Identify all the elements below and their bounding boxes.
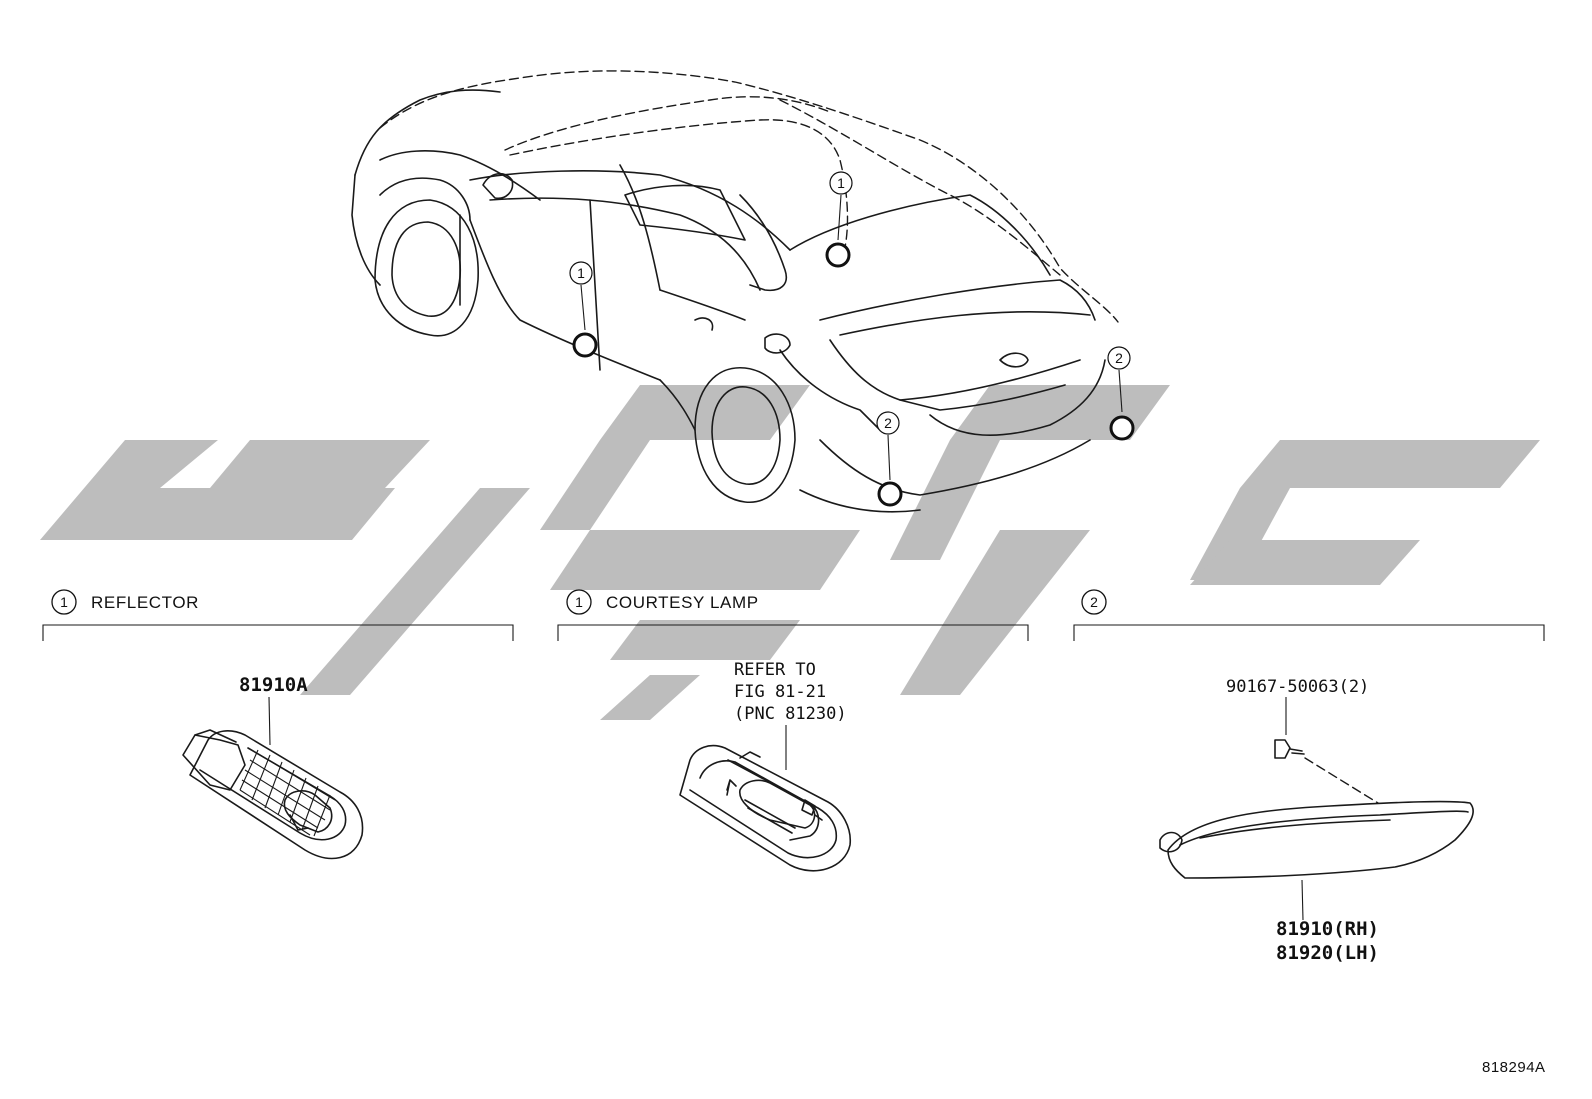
callout-1-door-number: 1 [577, 265, 585, 281]
watermark-glyph-3c [550, 530, 860, 590]
watermark-glyph-3e [600, 675, 700, 720]
rear-reflector-rh-number: 81910(RH) [1276, 918, 1379, 940]
section-rear-marker: 2 [1090, 594, 1098, 610]
section-reflector-header: 1 REFLECTOR [42, 589, 514, 641]
watermark-glyph-5c [1190, 540, 1420, 585]
watermark-glyph-4c [900, 530, 1090, 695]
watermark-glyph-5 [1240, 440, 1540, 488]
watermark-glyph-3b [540, 440, 650, 530]
callout-1-roof-number: 1 [837, 175, 845, 191]
callout-2-rear-left-number: 2 [884, 415, 892, 431]
callout-2-rear-left: 2 [876, 411, 900, 435]
watermark-glyph-1b [210, 440, 430, 488]
watermark-glyph-3 [600, 385, 810, 440]
reflector-part-drawing: 81910A [182, 674, 364, 860]
section-courtesy-header: 1 COURTESY LAMP [557, 589, 1029, 641]
watermark-glyph-4b [890, 440, 1000, 560]
section-courtesy-title: COURTESY LAMP [606, 593, 759, 612]
courtesy-ref-line3: (PNC 81230) [734, 704, 847, 724]
screw-part-number: 90167-50063(2) [1226, 677, 1369, 697]
watermark-glyph-1 [40, 440, 395, 540]
figure-id: 818294A [1482, 1059, 1546, 1076]
courtesy-ref-line2: FIG 81-21 [734, 682, 826, 702]
watermark-glyph-3d [610, 620, 800, 660]
section-reflector-marker: 1 [60, 594, 68, 610]
watermark-glyph-4 [950, 385, 1170, 440]
rear-reflector-drawing: 90167-50063(2) 81910(RH) 81920(LH) [1159, 677, 1474, 964]
rear-reflector-lh-number: 81920(LH) [1276, 942, 1379, 964]
reflector-part-number: 81910A [239, 674, 308, 696]
section-rear-header: 2 [1073, 589, 1545, 641]
section-reflector-title: REFLECTOR [91, 593, 199, 612]
callout-1-door: 1 [569, 261, 593, 285]
courtesy-lamp-drawing: REFER TO FIG 81-21 (PNC 81230) [679, 660, 852, 872]
car-illustration [351, 70, 1135, 513]
callout-2-rear-right-number: 2 [1115, 350, 1123, 366]
watermark-glyph-2 [300, 488, 530, 695]
courtesy-ref-line1: REFER TO [734, 660, 816, 680]
callout-1-roof: 1 [829, 171, 853, 195]
callout-2-rear-right: 2 [1107, 346, 1131, 370]
section-courtesy-marker: 1 [575, 594, 583, 610]
